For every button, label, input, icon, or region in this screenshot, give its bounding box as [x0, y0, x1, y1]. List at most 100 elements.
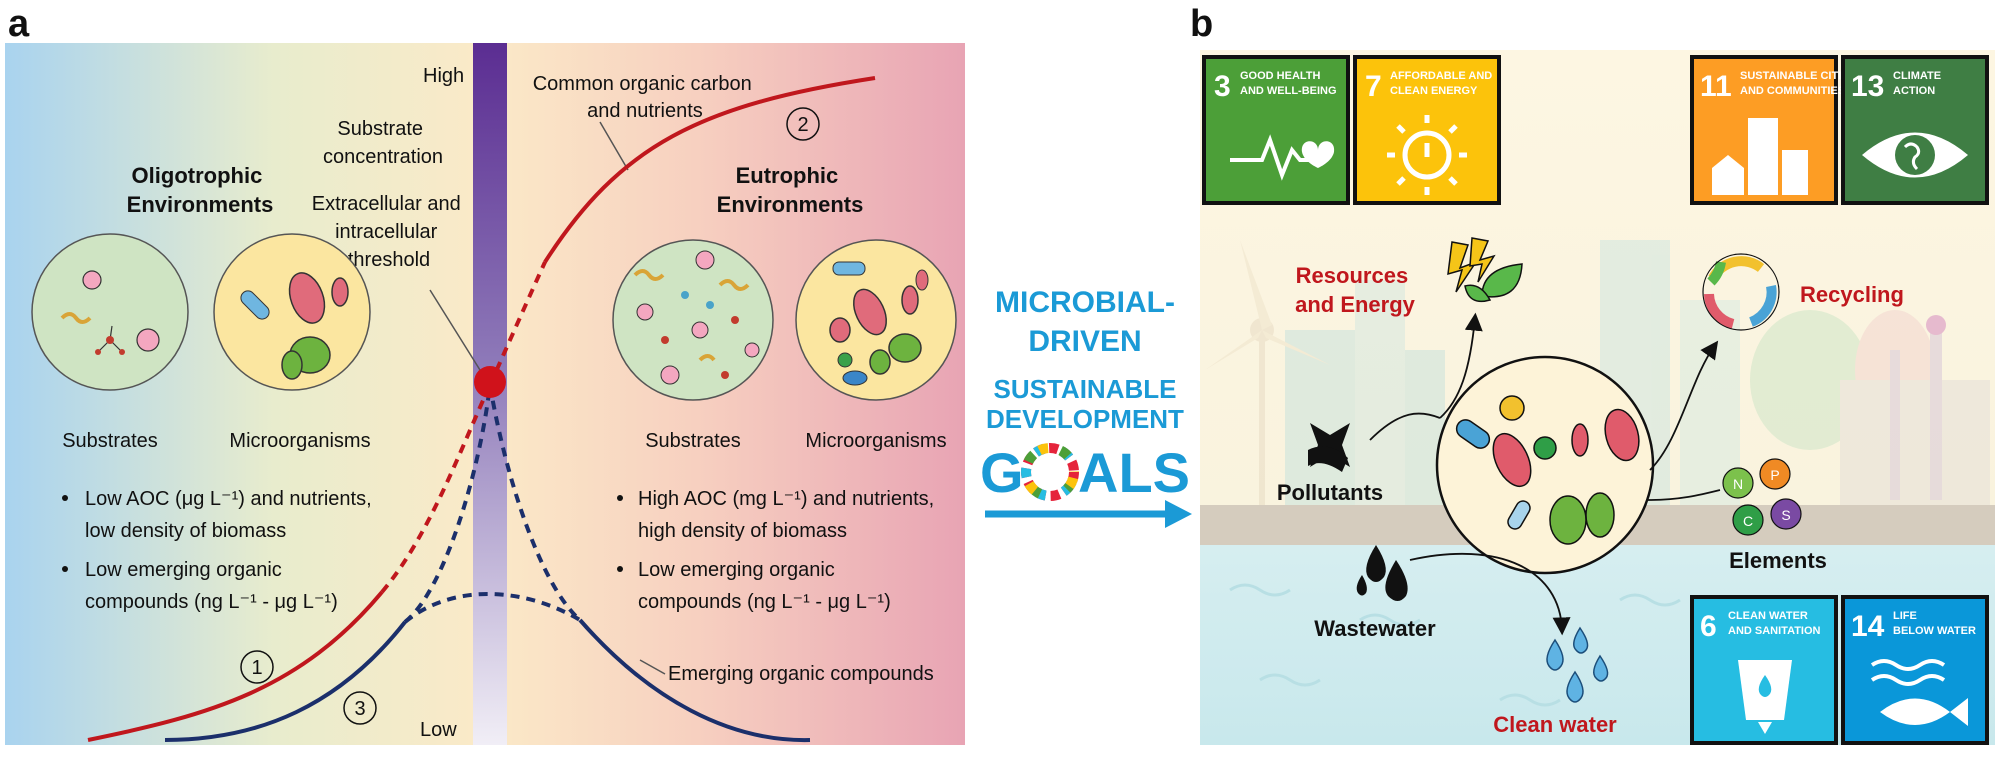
common-carbon-label: Common organic carbon and nutrients: [533, 73, 758, 122]
energy-icon: [1447, 237, 1523, 303]
eutrophic-line-1: Eutrophic: [736, 163, 839, 188]
goals-wordmark: G ALS: [980, 441, 1190, 504]
substrate-concentration-label: Substrate concentration: [323, 118, 443, 168]
common-carbon-leader-line: [599, 121, 629, 171]
eutrophic-substrates-circle: [612, 239, 774, 401]
oligotrophic-line-2: Environments: [127, 192, 274, 217]
curve-3-right-solid: [578, 618, 811, 743]
pollutants-icon: [1308, 423, 1350, 472]
right-bullet-1-line-1: High AOC (mg L⁻¹) and nutrients,: [638, 488, 934, 510]
substrate-concentration-line-1: Substrate: [337, 118, 423, 140]
curve-3-right-dashed: [488, 384, 582, 622]
sdg-tile-14: 14 LIFE BELOW WATER: [1841, 595, 1989, 745]
resources-energy-label: Resources and Energy: [1295, 263, 1416, 317]
sdg-tile-7: 7 AFFORDABLE AND CLEAN ENERGY: [1353, 55, 1501, 205]
threshold-line-1: Extracellular and: [312, 193, 461, 215]
sun-power-icon: [1387, 115, 1467, 195]
left-bullet-2: Low emerging organic compounds (ng L⁻¹ -…: [85, 559, 338, 613]
marker-2: 2: [786, 107, 820, 141]
common-carbon-line-1: Common organic carbon: [533, 73, 752, 95]
eutrophic-substrates-label: Substrates: [645, 430, 741, 452]
wastewater-label: Wastewater: [1314, 616, 1436, 641]
banner-line-1: MICROBIAL-: [995, 286, 1175, 319]
svg-text:CLEAN ENERGY: CLEAN ENERGY: [1390, 85, 1478, 97]
svg-text:1: 1: [251, 657, 262, 679]
curve-3-left-dashed: [403, 384, 492, 624]
sdg-tile-3: 3 GOOD HEALTH AND WELL-BEING: [1202, 55, 1350, 205]
svg-text:P: P: [1770, 467, 1779, 483]
svg-text:BELOW WATER: BELOW WATER: [1893, 625, 1976, 637]
eutrophic-microorganisms-label: Microorganisms: [805, 430, 946, 452]
element-c: [1732, 504, 1764, 536]
right-bullet-1: High AOC (mg L⁻¹) and nutrients, high de…: [638, 488, 940, 542]
svg-text:14: 14: [1851, 610, 1885, 643]
arrow-circle-to-elements: [1647, 489, 1721, 501]
oligotrophic-heading: Oligotrophic Environments: [127, 163, 274, 217]
eutrophic-microorganisms-circle: [795, 239, 957, 401]
svg-text:AND SANITATION: AND SANITATION: [1728, 625, 1821, 637]
clean-water-label: Clean water: [1493, 712, 1617, 737]
water-waves: [1229, 583, 1681, 707]
svg-text:11: 11: [1700, 70, 1732, 103]
right-bullet-1-line-2: high density of biomass: [638, 520, 847, 542]
svg-text:C: C: [1743, 513, 1753, 529]
svg-text:S: S: [1781, 507, 1790, 523]
svg-text:N: N: [1733, 476, 1743, 492]
resources-line-2: and Energy: [1295, 292, 1416, 317]
fish-icon: [1870, 659, 1968, 726]
svg-text:CLIMATE: CLIMATE: [1893, 70, 1941, 82]
svg-text:AND WELL-BEING: AND WELL-BEING: [1240, 85, 1337, 97]
threshold-point: [474, 366, 506, 398]
recycling-icon: [1702, 253, 1780, 331]
panel-b-letter: b: [1190, 3, 1213, 45]
microbes-circle: [1435, 355, 1655, 575]
banner-arrowhead: [1165, 500, 1192, 528]
svg-text:13: 13: [1851, 70, 1884, 103]
heartbeat-icon: [1230, 134, 1335, 181]
element-p: [1759, 458, 1791, 490]
threshold-line-3: threshold: [348, 249, 430, 271]
svg-text:CLEAN WATER: CLEAN WATER: [1728, 610, 1808, 622]
threshold-line-2: intracellular: [335, 221, 438, 243]
svg-text:7: 7: [1365, 70, 1382, 103]
svg-text:GOOD HEALTH: GOOD HEALTH: [1240, 70, 1321, 82]
elements-cluster: N P C S: [1722, 458, 1802, 536]
marker-3: 3: [343, 691, 377, 725]
eutrophic-heading: Eutrophic Environments: [717, 163, 864, 217]
svg-text:SUSTAINABLE CITIES: SUSTAINABLE CITIES: [1740, 70, 1856, 82]
sdg-banner: MICROBIAL- DRIVEN SUSTAINABLE DEVELOPMEN…: [980, 286, 1192, 528]
banner-line-3: SUSTAINABLE: [994, 374, 1177, 404]
high-label: High: [423, 65, 464, 87]
right-bullet-2: Low emerging organic compounds (ng L⁻¹ -…: [638, 559, 891, 613]
svg-text:3: 3: [1214, 70, 1231, 103]
sdg-tile-6: 6 CLEAN WATER AND SANITATION: [1690, 595, 1838, 745]
banner-line-4: DEVELOPMENT: [986, 404, 1184, 434]
water-glass-icon: [1738, 660, 1792, 734]
curve-1-dashed: [380, 384, 492, 594]
sdg-wheel-icon: [1021, 443, 1079, 501]
right-bullet-2-line-2: compounds (ng L⁻¹ - μg L⁻¹): [638, 591, 891, 613]
oligotrophic-bullets: Low AOC (μg L⁻¹) and nutrients, low dens…: [62, 488, 377, 613]
curve-3-top-dashed: [403, 592, 582, 624]
svg-text:AFFORDABLE AND: AFFORDABLE AND: [1390, 70, 1492, 82]
element-s: [1770, 498, 1802, 530]
eye-globe-icon: [1862, 132, 1968, 178]
pollutants-label: Pollutants: [1277, 480, 1383, 505]
panel-a: a High Low Substrate concentration Extra…: [5, 3, 965, 745]
emerging-compounds-label: Emerging organic compounds: [668, 663, 934, 685]
goals-letter-g: G: [980, 441, 1024, 504]
eutrophic-line-2: Environments: [717, 192, 864, 217]
arrow-circle-to-recycling: [1649, 340, 1719, 471]
arrow-pollutants-to-circle: [1369, 412, 1441, 441]
curve-2-solid: [543, 76, 876, 264]
left-bullet-1: Low AOC (μg L⁻¹) and nutrients, low dens…: [85, 488, 377, 542]
svg-text:AND COMMUNITIES: AND COMMUNITIES: [1740, 85, 1845, 97]
common-carbon-line-2: and nutrients: [587, 100, 703, 122]
oligotrophic-substrates-circle: [31, 233, 189, 391]
sdg-tile-13: 13 CLIMATE ACTION: [1841, 55, 1989, 205]
low-label: Low: [420, 719, 457, 741]
left-bullet-1-line-2: low density of biomass: [85, 520, 286, 542]
curve-3-left-solid: [164, 620, 407, 742]
arrow-wastewater-to-clean: [1409, 552, 1571, 636]
